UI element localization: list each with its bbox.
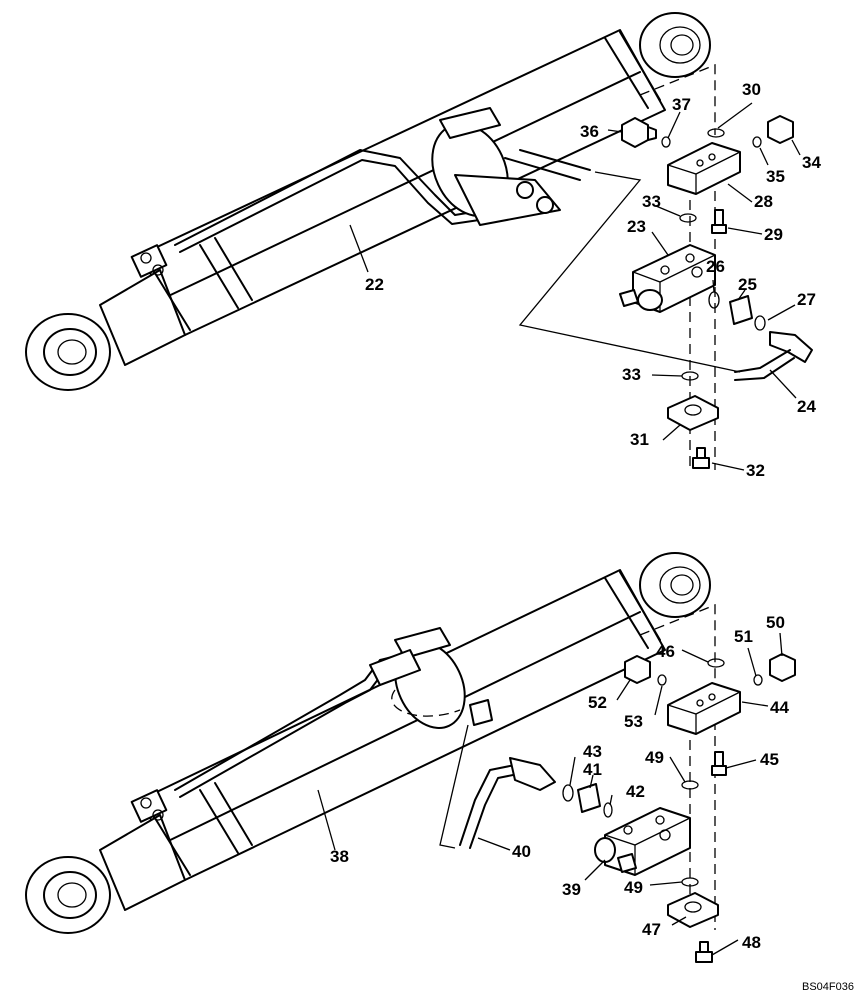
callout-32: 32 (746, 461, 765, 480)
callout-23: 23 (627, 217, 646, 236)
callout-25: 25 (738, 275, 757, 294)
callout-51: 51 (734, 627, 753, 646)
callout-39: 39 (562, 880, 581, 899)
callout-26: 26 (706, 257, 725, 276)
callout-36: 36 (580, 122, 599, 141)
callout-49-upper: 49 (645, 748, 664, 767)
callout-53: 53 (624, 712, 643, 731)
callout-46: 46 (656, 642, 675, 661)
callout-41: 41 (583, 760, 602, 779)
callout-43: 43 (583, 742, 602, 761)
drawing-code: BS04F036 (802, 981, 854, 993)
lower-valve-parts (459, 653, 796, 963)
callout-27: 27 (797, 290, 816, 309)
callout-49-lower: 49 (624, 878, 643, 897)
callout-29: 29 (764, 225, 783, 244)
callout-33-lower: 33 (622, 365, 641, 384)
callout-30: 30 (742, 80, 761, 99)
callout-31: 31 (630, 430, 649, 449)
callout-labels: 22 23 24 25 26 27 28 29 30 31 32 33 33 3… (330, 80, 854, 993)
callout-34: 34 (802, 153, 821, 172)
callout-28: 28 (754, 192, 773, 211)
callout-45: 45 (760, 750, 779, 769)
callout-50: 50 (766, 613, 785, 632)
lower-cylinder-assembly (25, 552, 716, 934)
leader-lines (317, 102, 801, 956)
upper-valve-parts (619, 115, 813, 469)
upper-cylinder-assembly (25, 12, 741, 470)
callout-48: 48 (742, 933, 761, 952)
callout-52: 52 (588, 693, 607, 712)
callout-44: 44 (770, 698, 789, 717)
callout-47: 47 (642, 920, 661, 939)
callout-33-upper: 33 (642, 192, 661, 211)
callout-40: 40 (512, 842, 531, 861)
callout-22: 22 (365, 275, 384, 294)
callout-37: 37 (672, 95, 691, 114)
callout-42: 42 (626, 782, 645, 801)
callout-24: 24 (797, 397, 816, 416)
callout-38: 38 (330, 847, 349, 866)
callout-35: 35 (766, 167, 785, 186)
